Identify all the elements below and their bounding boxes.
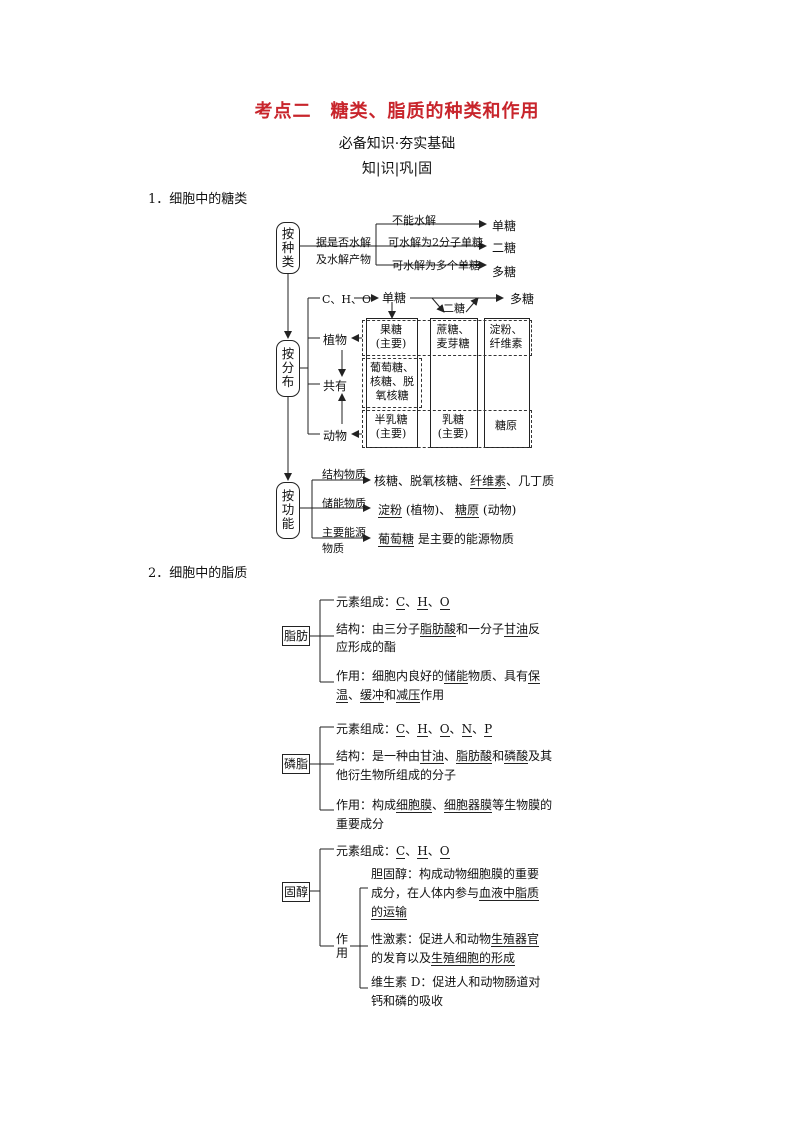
phospholipid-structure-line1: 结构：是一种由甘油、脂肪酸和磷酸及其 [336,749,553,764]
lipid-fat-label: 脂肪 [283,629,308,643]
kind-criterion-line2: 及水解产物 [316,253,371,266]
cell-animal-di: 乳糖(主要) [437,413,469,440]
kind-criterion-line1: 据是否水解 [316,236,371,249]
node-by-distribution-label: 按分布 [281,346,295,389]
section-sugar-heading: 1．细胞中的糖类 [148,192,248,207]
fat-function-line1: 作用：细胞内良好的储能物质、具有保 [336,669,541,684]
fat-elements: 元素组成：C、H、O [336,595,450,610]
kind-cond-nonhydrolyzable: 不能水解 [392,214,436,227]
dist-di-label: 二糖 [443,302,465,315]
phospholipid-function-line1: 作用：构成细胞膜、细胞器膜等生物膜的 [336,798,553,813]
func-energy-label-2: 物质 [322,542,344,555]
node-by-function-label: 按功能 [281,488,295,531]
phospholipid-structure-line2: 他衍生物所组成的分子 [336,768,457,782]
cell-plant-mono: 果糖(主要) [375,323,407,350]
phospholipid-function-line2: 重要成分 [336,817,385,831]
func-storage-items: 淀粉 (植物)、 糖原 (动物) [378,503,517,518]
subtitle-basic-knowledge: 必备知识·夯实基础 [338,136,456,152]
cholesterol-line2: 成分，在人体内参与血液中脂质 [371,886,540,901]
cholesterol-line1: 胆固醇：构成动物细胞膜的重要 [371,867,540,881]
dist-shared-label: 共有 [323,379,348,393]
fat-structure-line1: 结构：由三分子脂肪酸和一分子甘油反 [336,622,541,637]
sterol-function-label: 作用 [336,932,349,960]
cell-shared-mono: 葡萄糖、核糖、脱氧核糖 [370,361,414,402]
sterol-elements: 元素组成：C、H、O [336,844,450,859]
kind-cond-many-units: 可水解为多个单糖 [392,259,480,272]
vitamin-d-line1: 维生素 D：促进人和动物肠道对 [371,975,541,989]
cholesterol-line3: 的运输 [371,905,408,920]
func-energy-items: 葡萄糖 是主要的能源物质 [378,532,514,547]
dist-animal-label: 动物 [323,429,348,443]
kind-result-monosaccharide: 单糖 [492,219,517,233]
lipid-phospholipid-label: 磷脂 [283,757,308,771]
node-by-kind-label: 按种类 [281,226,295,269]
func-storage-label: 储能物质 [322,497,366,510]
subtitle-consolidation: 知|识|巩|固 [361,161,433,177]
kind-result-disaccharide: 二糖 [492,241,517,255]
node-by-distribution: 按分布 [276,340,300,397]
vitamin-d-line2: 钙和磷的吸收 [371,994,444,1008]
node-by-function: 按功能 [276,482,300,539]
sex-hormone-line1: 性激素：促进人和动物生殖器官 [371,932,540,947]
phospholipid-elements: 元素组成：C、H、O、N、P [336,722,493,737]
section-lipid-heading: 2．细胞中的脂质 [148,566,248,581]
row-plant-dashed [362,320,532,356]
func-structural-label: 结构物质 [322,468,366,481]
lipid-fat-box: 脂肪 [282,626,310,646]
kind-result-polysaccharide: 多糖 [492,265,517,279]
fat-structure-line2: 应形成的酯 [336,640,397,654]
func-structural-items: 核糖、脱氧核糖、纤维素、几丁质 [374,474,555,489]
cell-plant-di: 蔗糖、麦芽糖 [436,323,470,350]
page-title: 考点二 糖类、脂质的种类和作用 [254,101,540,122]
lipid-sterol-box: 固醇 [282,882,310,902]
cell-animal-mono: 半乳糖(主要) [374,413,408,440]
dist-poly-label: 多糖 [510,292,535,306]
dist-mono-label: 单糖 [382,291,407,305]
dist-plant-label: 植物 [323,333,348,347]
kind-cond-two-units: 可水解为2分子单糖 [388,236,483,249]
lipid-sterol-label: 固醇 [283,885,308,899]
row-shared-dashed [362,358,422,408]
func-energy-label-1: 主要能源 [322,526,366,539]
fat-function-line2: 温、缓冲和减压作用 [336,688,445,703]
cell-plant-poly: 淀粉、纤维素 [489,323,523,350]
lipid-phospholipid-box: 磷脂 [282,754,310,774]
cell-animal-poly: 糖原 [495,419,517,432]
elements-cho: C、H、O [322,293,372,306]
node-by-kind: 按种类 [276,222,300,274]
sex-hormone-line2: 的发育以及生殖细胞的形成 [371,951,516,966]
row-animal-dashed [362,410,532,448]
